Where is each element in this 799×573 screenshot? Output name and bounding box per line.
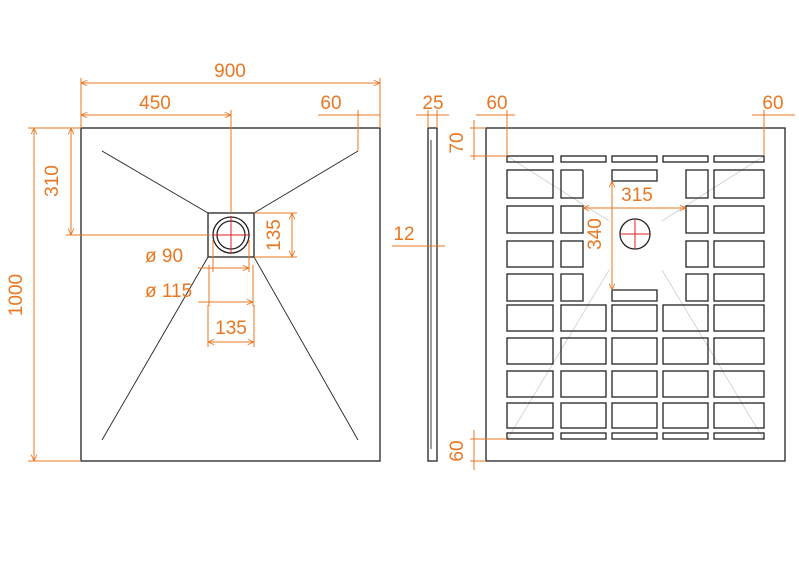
dim-310: 310 xyxy=(42,165,63,197)
dim-315: 315 xyxy=(621,185,653,206)
dim-60-right: 60 xyxy=(762,93,783,114)
bottom-view-dimensions: 60 60 70 60 315 340 xyxy=(447,93,795,470)
side-view: 25 12 xyxy=(392,93,449,462)
rib-slots-bottom xyxy=(506,432,765,440)
dim-12: 12 xyxy=(393,224,414,245)
dim-60-top: 60 xyxy=(320,93,341,114)
dim-1000: 1000 xyxy=(6,274,27,316)
dim-135-vertical: 135 xyxy=(264,219,285,251)
dim-d90: ø 90 xyxy=(145,246,183,267)
slope-line-bottom-right xyxy=(253,256,359,441)
dim-340: 340 xyxy=(585,218,606,250)
dim-60-bottom: 60 xyxy=(447,440,468,461)
side-profile xyxy=(427,127,438,462)
slope-line-top-right xyxy=(253,150,359,214)
dim-25: 25 xyxy=(422,93,443,114)
dim-70: 70 xyxy=(447,132,468,153)
bottom-view xyxy=(485,127,786,462)
dim-135-horizontal: 135 xyxy=(215,318,247,339)
rib-slots-top xyxy=(506,155,765,163)
dim-d115: ø 115 xyxy=(145,281,192,302)
dim-60-left: 60 xyxy=(486,93,507,114)
dim-450: 450 xyxy=(139,93,171,114)
dim-900: 900 xyxy=(214,61,246,82)
cell-grid xyxy=(506,169,765,429)
bottom-outline xyxy=(485,127,786,462)
slope-line-top-left xyxy=(101,150,209,214)
slope-line-bottom-left xyxy=(101,256,209,441)
central-recess xyxy=(560,169,709,302)
top-view-dimensions: 900 450 60 310 1000 135 ø 90 ø 115 xyxy=(6,61,380,461)
